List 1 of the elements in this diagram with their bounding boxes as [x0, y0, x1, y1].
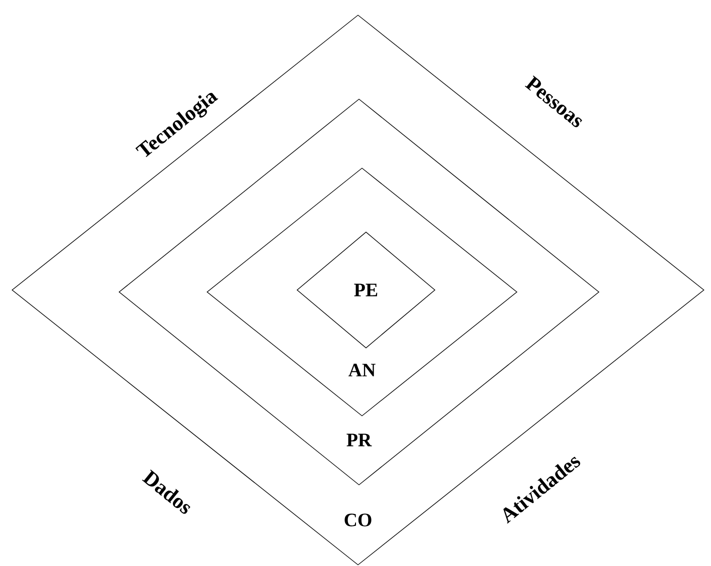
- diamond-box: PE: [296, 232, 436, 348]
